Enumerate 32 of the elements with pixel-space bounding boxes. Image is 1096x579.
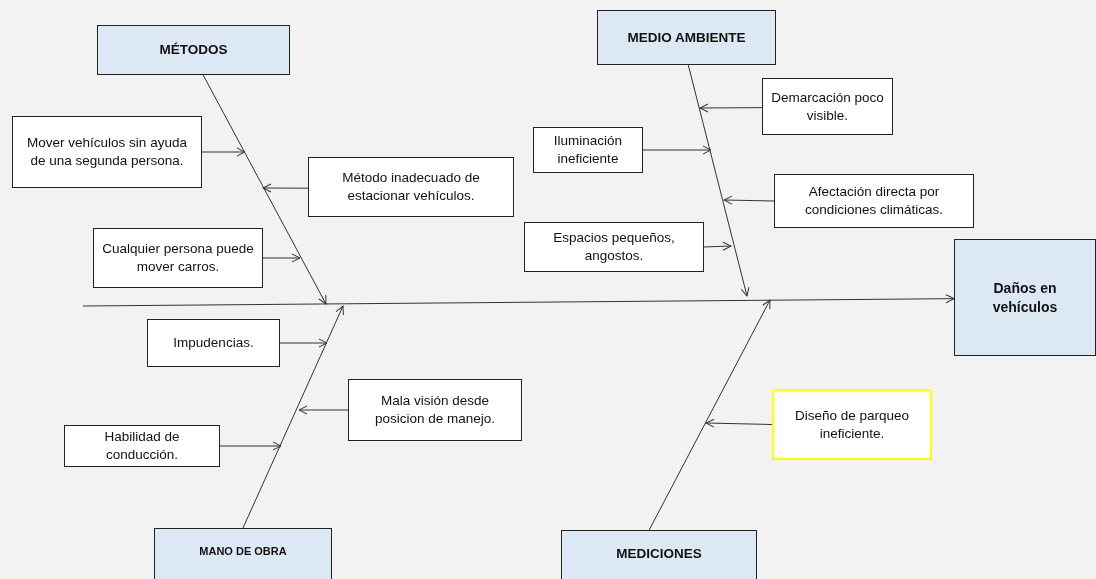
arrow <box>642 145 712 155</box>
cause-box: Método inadecuado de estacionar vehículos. <box>308 157 514 217</box>
category-box: MEDICIONES <box>561 530 757 579</box>
cause-box: Mover vehículos sin ayuda de una segunda persona. <box>12 116 202 188</box>
category-box: MEDIO AMBIENTE <box>597 10 776 65</box>
category-box: MANO DE OBRA <box>154 528 332 579</box>
spine-arrow <box>82 294 955 307</box>
cause-box: Espacios pequeños, angostos. <box>524 222 704 272</box>
arrow <box>262 183 309 193</box>
arrow <box>699 103 763 113</box>
cause-box: Mala visión desde posicion de manejo. <box>348 379 522 441</box>
arrow <box>687 64 750 297</box>
cause-box: Afectación directa por condiciones climáticas. <box>774 174 974 228</box>
arrow <box>262 253 301 263</box>
cause-box: Habilidad de conducción. <box>64 425 220 467</box>
arrow <box>201 147 246 157</box>
arrow <box>219 441 282 451</box>
arrow <box>723 195 775 205</box>
arrow <box>705 418 773 428</box>
cause-box: Impudencias. <box>147 319 280 367</box>
cause-box: Demarcación poco visible. <box>762 78 893 135</box>
cause-box: Diseño de parqueo ineficiente. <box>772 389 932 460</box>
arrow <box>648 299 771 531</box>
effect-box: Daños en vehículos <box>954 239 1096 356</box>
arrow <box>202 74 327 305</box>
arrow <box>703 241 732 251</box>
arrow <box>279 338 328 348</box>
arrow <box>298 405 349 415</box>
cause-box: Iluminación ineficiente <box>533 127 643 173</box>
cause-box: Cualquier persona puede mover carros. <box>93 228 263 288</box>
arrow <box>242 305 344 529</box>
category-box: MÉTODOS <box>97 25 290 75</box>
